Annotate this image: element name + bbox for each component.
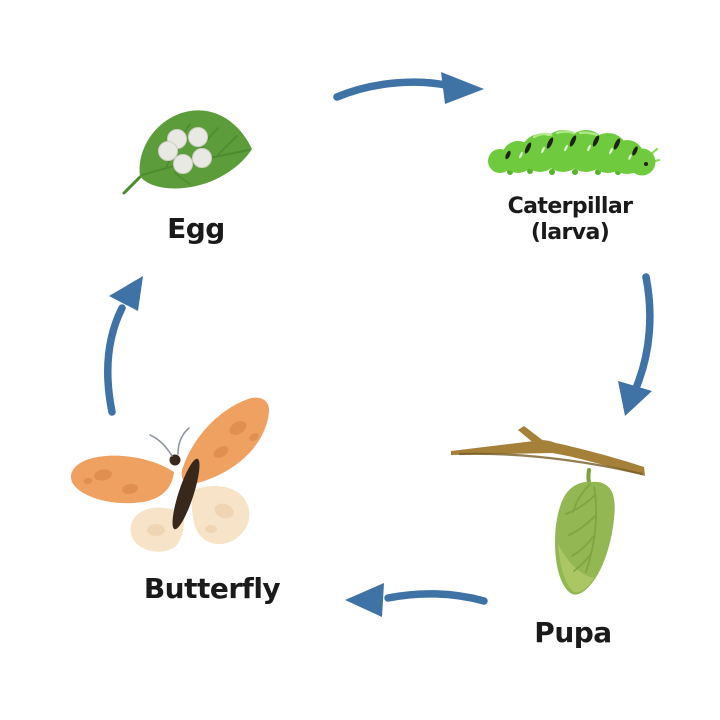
chrysalis-light-panel bbox=[558, 544, 594, 593]
caterpillar-spots bbox=[505, 135, 648, 166]
pupa-stage-illustration bbox=[451, 426, 645, 595]
leaf-shape bbox=[139, 110, 252, 189]
arrow-shaft bbox=[333, 78, 454, 101]
butterfly-antennae bbox=[149, 427, 190, 457]
stage-pupa-label: Pupa bbox=[534, 616, 612, 649]
butterfly-forewings bbox=[70, 397, 270, 504]
butterfly-hindwing-spots bbox=[147, 503, 234, 536]
branch-shadow-line bbox=[458, 452, 644, 476]
butterfly-stage-illustration bbox=[70, 397, 270, 552]
stage-caterpillar-label: Caterpillar (larva) bbox=[470, 194, 670, 247]
caterpillar-white-ticks bbox=[519, 144, 632, 160]
branch bbox=[451, 426, 645, 476]
arrowhead-right-icon bbox=[441, 72, 484, 104]
stage-caterpillar-label-line2: (larva) bbox=[530, 220, 610, 246]
arrow-caterpillar-to-pupa bbox=[618, 273, 654, 416]
stage-butterfly-label: Butterfly bbox=[143, 572, 281, 605]
egg-stage-illustration bbox=[122, 110, 252, 195]
stage-egg-label: Egg bbox=[167, 212, 225, 245]
caterpillar-highlights bbox=[532, 130, 599, 139]
arrow-shaft bbox=[632, 273, 654, 392]
egg-cluster bbox=[158, 127, 212, 174]
butterfly-body bbox=[169, 454, 200, 530]
arrowhead-up-icon bbox=[109, 276, 143, 311]
arrowhead-left-icon bbox=[345, 583, 384, 617]
arrowhead-down-icon bbox=[618, 381, 652, 416]
arrow-egg-to-caterpillar bbox=[333, 72, 484, 104]
stage-caterpillar-label-line1: Caterpillar bbox=[507, 194, 633, 219]
caterpillar-body bbox=[488, 130, 656, 176]
caterpillar-stage-illustration bbox=[488, 130, 660, 176]
butterfly-forewing-spots bbox=[83, 421, 259, 495]
chrysalis-veins bbox=[565, 483, 598, 573]
leaf-stem bbox=[122, 175, 142, 195]
